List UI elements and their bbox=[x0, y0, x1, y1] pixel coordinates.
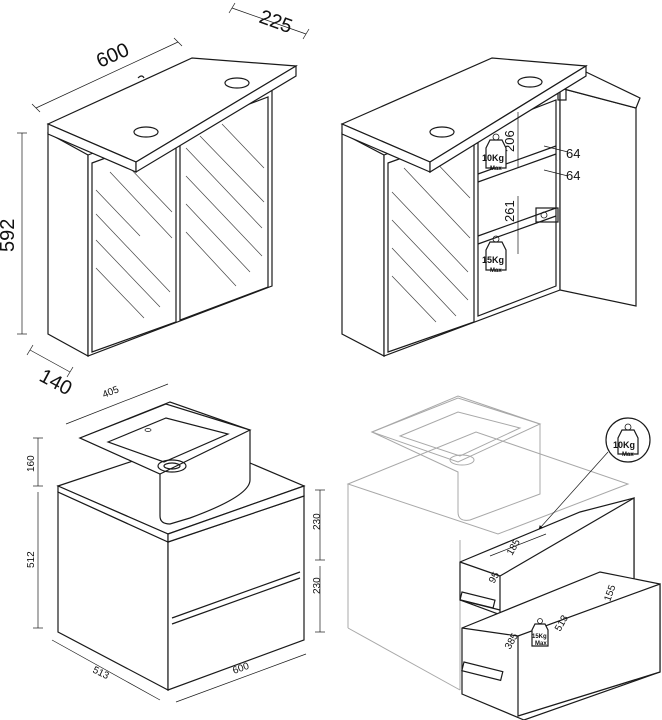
vanity-top-edge-side bbox=[167, 485, 305, 543]
dim-gap-bottom-label: 64 bbox=[566, 168, 580, 183]
shelf-upper bbox=[477, 145, 557, 175]
dim-drawer-top-label: 230 bbox=[312, 513, 323, 530]
dim-width-label: 600 bbox=[93, 39, 132, 73]
basin-hole-right bbox=[224, 77, 250, 89]
open-cabinet-side bbox=[341, 132, 385, 357]
open-basin-hole-left bbox=[429, 126, 455, 138]
svg-text:10Kg: 10Kg bbox=[482, 153, 504, 163]
dim-line-basin-width bbox=[65, 383, 169, 425]
dim-wall-depth-label: 140 bbox=[36, 365, 76, 400]
svg-text:Max: Max bbox=[490, 166, 502, 172]
vanity-drawers-open-view: 185 95 155 513 385 15Kg Max 10Kg Max bbox=[346, 395, 661, 720]
drawer-lower-front bbox=[517, 583, 661, 717]
dim-side-upper-label: 95 bbox=[487, 570, 502, 586]
basin-hole-left bbox=[133, 126, 159, 138]
dim-basin-width-label: 405 bbox=[101, 384, 121, 401]
dim-line-unit-depth bbox=[51, 639, 161, 701]
dim-line-unit-width bbox=[175, 653, 307, 703]
ghost-vanity-top bbox=[346, 431, 630, 535]
cabinet-side-panel bbox=[47, 131, 89, 358]
mirror-cabinet-front-view: 600 225 592 140 bbox=[0, 2, 310, 400]
dim-depth-label: 225 bbox=[256, 6, 295, 38]
drawer-lower-slide bbox=[461, 661, 504, 682]
shelf-lower bbox=[477, 207, 557, 237]
dim-shelf-lower-label: 261 bbox=[502, 200, 517, 222]
dim-unit-depth-label: 513 bbox=[91, 665, 111, 682]
mirror-cabinet-open-view: 206 261 64 64 10Kg Max 15Kg Max bbox=[340, 57, 641, 357]
dim-basin-height-label: 160 bbox=[26, 455, 37, 472]
tap-hole bbox=[144, 428, 152, 432]
drawer-upper-slide bbox=[459, 591, 496, 609]
weight-badge-upper: 10Kg Max bbox=[482, 133, 507, 172]
ghost-basin bbox=[370, 395, 541, 521]
hinge-bottom-icon bbox=[535, 207, 559, 223]
weight-badge-drawer: 15Kg Max bbox=[531, 618, 549, 647]
weight-badge-lower: 15Kg Max bbox=[482, 235, 507, 274]
open-right-door bbox=[559, 87, 637, 307]
basin-bowl bbox=[106, 417, 230, 463]
vanity-unit-view: 405 160 512 230 230 513 600 bbox=[26, 383, 325, 703]
dim-line-width bbox=[35, 41, 179, 109]
cutout-notch bbox=[137, 75, 145, 79]
svg-text:Max: Max bbox=[535, 641, 547, 647]
drawer-divider bbox=[171, 571, 301, 619]
svg-text:15Kg: 15Kg bbox=[532, 634, 547, 640]
dim-unit-height-label: 512 bbox=[26, 551, 37, 568]
dim-line-inner-upper bbox=[489, 533, 547, 557]
basin-drain bbox=[157, 459, 187, 473]
callout-load-label: 10Kg bbox=[613, 440, 635, 450]
svg-text:Max: Max bbox=[490, 268, 502, 274]
dim-gap-top-label: 64 bbox=[566, 146, 580, 161]
callout-arrow bbox=[538, 451, 609, 530]
dim-line-depth bbox=[231, 7, 307, 35]
open-basin-hole-right bbox=[517, 76, 543, 88]
open-countertop-edge-side bbox=[429, 64, 587, 174]
countertop-edge-side bbox=[135, 64, 297, 174]
callout-suffix-label: Max bbox=[622, 452, 634, 458]
svg-text:15Kg: 15Kg bbox=[482, 255, 504, 265]
mirror-hatching bbox=[95, 123, 265, 319]
dim-height-label: 592 bbox=[0, 219, 19, 252]
dim-line-wall-depth bbox=[29, 349, 71, 373]
dim-drawer-bottom-label: 230 bbox=[312, 577, 323, 594]
basin-rim bbox=[78, 403, 252, 475]
